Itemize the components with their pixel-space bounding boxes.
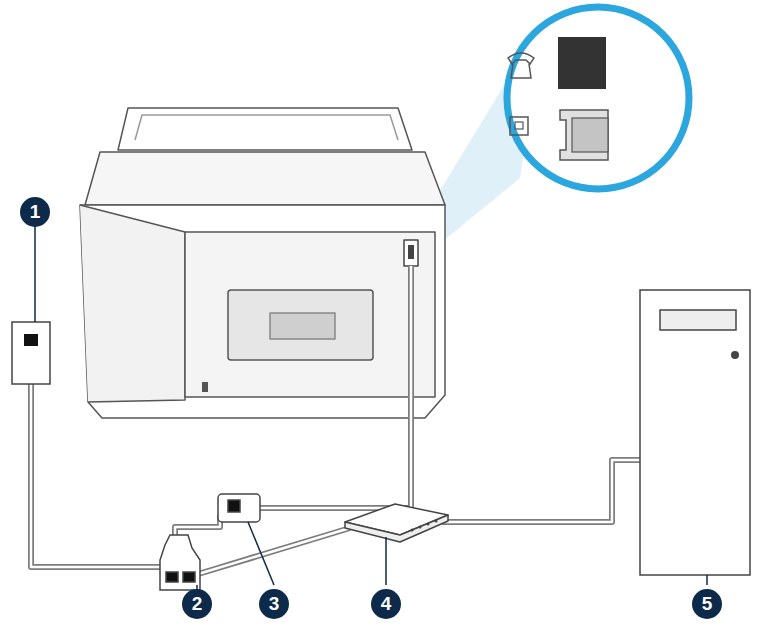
wall-jack xyxy=(12,322,50,384)
callout-number: 1 xyxy=(20,197,50,227)
line-icon xyxy=(510,117,528,135)
callout-number: 4 xyxy=(371,589,401,619)
phone-icon xyxy=(508,53,534,64)
port-zoom xyxy=(507,7,689,189)
dsl-modem xyxy=(345,504,448,542)
computer-tower xyxy=(640,290,750,575)
phone-cords xyxy=(31,266,640,575)
callout-number: 2 xyxy=(182,589,212,619)
callout-number: 3 xyxy=(259,589,289,619)
callout-circles xyxy=(20,197,722,619)
parallel-splitter xyxy=(160,535,200,590)
callout-leaders xyxy=(35,226,707,590)
printer xyxy=(80,108,445,418)
dsl-filter xyxy=(218,494,260,522)
callout-number: 5 xyxy=(692,589,722,619)
phone-port xyxy=(558,37,606,89)
line-port xyxy=(560,110,608,160)
